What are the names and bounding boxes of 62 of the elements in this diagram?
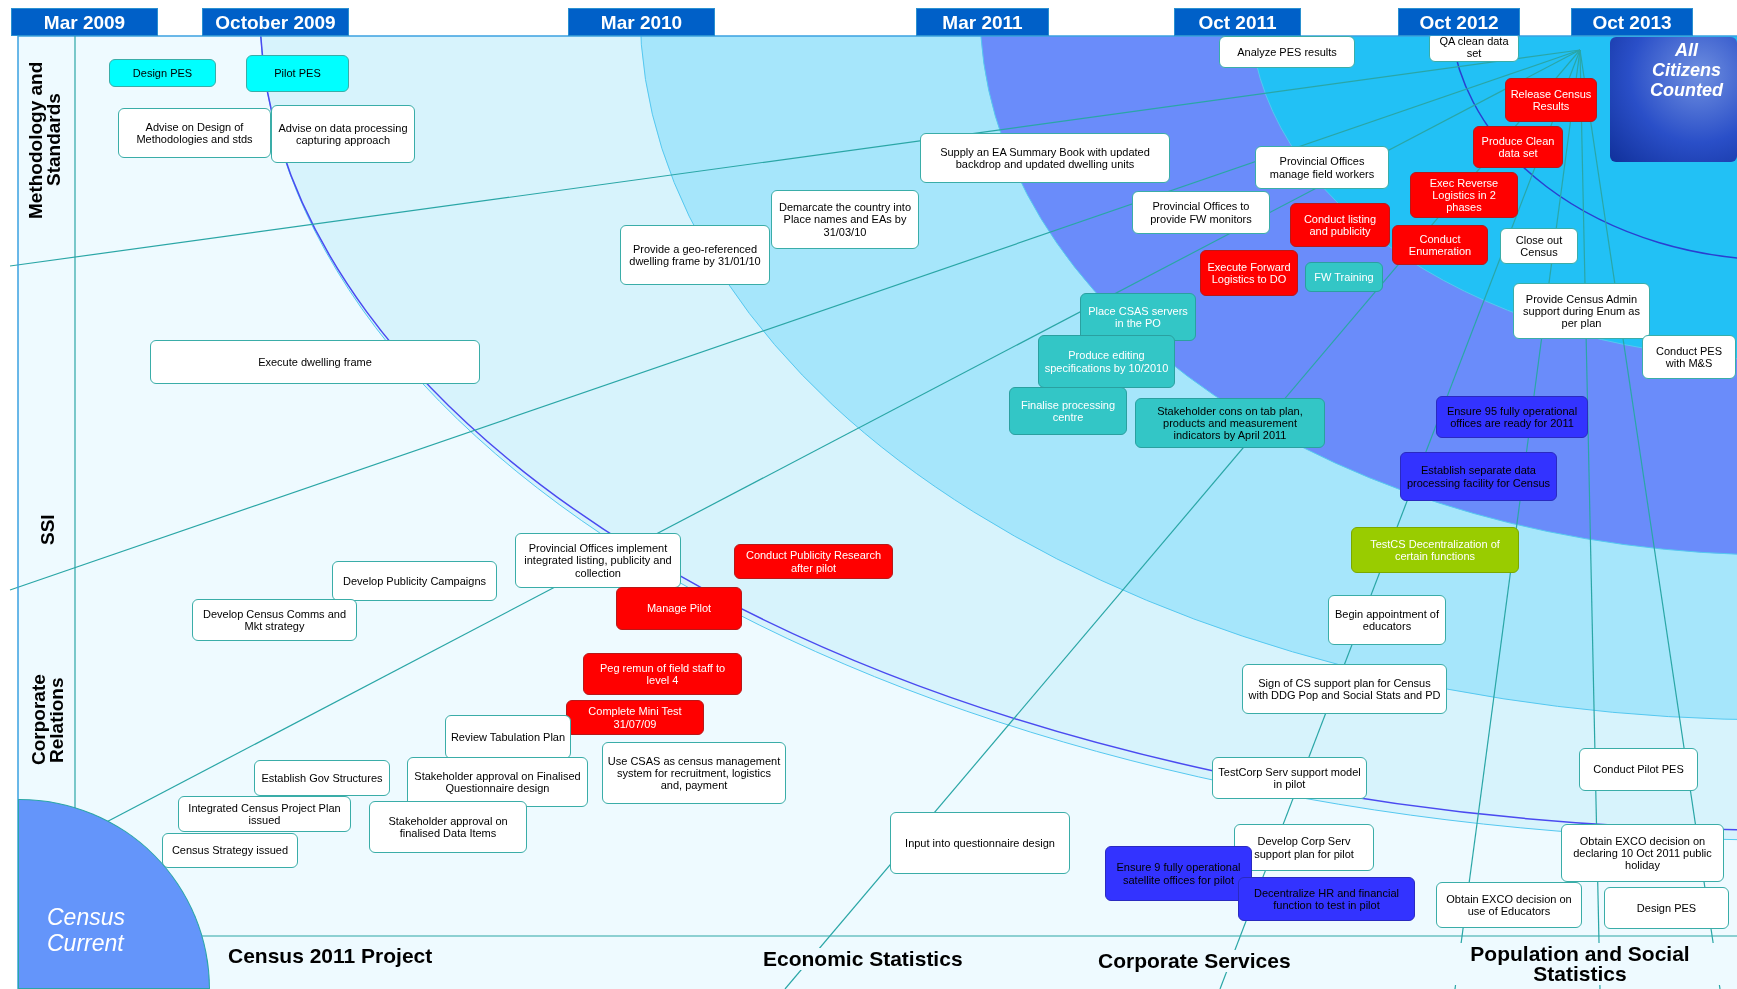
- task-box: Use CSAS as census management system for recruitment, logistics and, payment: [602, 742, 786, 804]
- task-box: Place CSAS servers in the PO: [1080, 293, 1196, 341]
- task-box: Design PES: [109, 59, 216, 87]
- task-box: Complete Mini Test 31/07/09: [566, 700, 704, 735]
- task-box: Exec Reverse Logistics in 2 phases: [1410, 172, 1518, 218]
- lane-label: Corporate Relations: [26, 673, 68, 768]
- task-box: Review Tabulation Plan: [445, 715, 571, 759]
- task-box: Begin appointment of educators: [1328, 595, 1446, 645]
- task-box: Provincial Offices implement integrated listing, publicity and collection: [515, 533, 681, 588]
- task-box: Establish separate data processing facility for Census: [1400, 452, 1557, 501]
- task-box: Demarcate the country into Place names and EAs by 31/03/10: [771, 190, 919, 249]
- task-box: Analyze PES results: [1219, 36, 1355, 68]
- task-box: Stakeholder cons on tab plan, products and measurement indicators by April 2011: [1135, 398, 1325, 448]
- task-box: Provide Census Admin support during Enum as per plan: [1513, 283, 1650, 339]
- task-box: Input into questionnaire design: [890, 812, 1070, 874]
- task-box: Sign of CS support plan for Census with DDG Pop and Social Stats and PD: [1242, 664, 1447, 714]
- date-header: Mar 2009: [11, 8, 158, 36]
- task-box: Produce Clean data set: [1473, 126, 1563, 168]
- task-box: Conduct Pilot PES: [1579, 748, 1698, 791]
- task-box: Conduct Publicity Research after pilot: [734, 544, 893, 579]
- task-box: Provincial Offices to provide FW monitors: [1132, 191, 1270, 234]
- task-box: Produce editing specifications by 10/2010: [1038, 335, 1175, 388]
- task-box: TestCS Decentralization of certain functions: [1351, 527, 1519, 573]
- task-box: Supply an EA Summary Book with updated backdrop and updated dwelling units: [920, 133, 1170, 183]
- date-header: Oct 2013: [1571, 8, 1693, 36]
- date-header: Oct 2011: [1174, 8, 1301, 36]
- lane-label: SSI: [35, 513, 59, 548]
- task-box: Establish Gov Structures: [254, 760, 390, 796]
- task-box: Conduct Enumeration: [1392, 225, 1488, 265]
- task-box: Execute Forward Logistics to DO: [1200, 250, 1298, 296]
- task-box: Design PES: [1604, 887, 1729, 929]
- task-box: Finalise processing centre: [1009, 387, 1127, 435]
- task-box: Census Strategy issued: [162, 833, 298, 868]
- task-box: Conduct listing and publicity: [1290, 203, 1390, 247]
- task-box: FW Training: [1305, 262, 1383, 292]
- task-box: Provide a geo-referenced dwelling frame by 31/01/10: [620, 225, 770, 285]
- task-box: Close out Census: [1500, 228, 1578, 264]
- task-box: TestCorp Serv support model in pilot: [1212, 757, 1367, 799]
- task-box: Obtain EXCO decision on declaring 10 Oct 2011 public holiday: [1561, 824, 1724, 882]
- date-header: Oct 2012: [1398, 8, 1520, 36]
- task-box: Develop Publicity Campaigns: [332, 561, 497, 601]
- task-box: Advise on data processing capturing approach: [271, 105, 415, 163]
- lane-label: Methodology and Standards: [23, 60, 65, 220]
- task-box: Advise on Design of Methodologies and stds: [118, 108, 271, 158]
- task-box: Execute dwelling frame: [150, 340, 480, 384]
- date-header: Mar 2011: [916, 8, 1049, 36]
- task-box: Stakeholder approval on Finalised Questionnaire design: [407, 757, 588, 807]
- task-box: Manage Pilot: [616, 587, 742, 630]
- task-box: Develop Census Comms and Mkt strategy: [192, 599, 357, 641]
- task-box: Decentralize HR and financial function to test in pilot: [1238, 877, 1415, 921]
- date-header: October 2009: [202, 8, 349, 36]
- task-box: Provincial Offices manage field workers: [1255, 146, 1389, 189]
- task-box: Integrated Census Project Plan issued: [178, 796, 351, 832]
- task-box: Conduct PES with M&S: [1642, 335, 1736, 379]
- date-header: Mar 2010: [568, 8, 715, 36]
- task-box: Release Census Results: [1505, 78, 1597, 122]
- task-box: Stakeholder approval on finalised Data Items: [369, 801, 527, 853]
- task-box: Peg remun of field staff to level 4: [583, 653, 742, 695]
- task-box: Obtain EXCO decision on use of Educators: [1436, 882, 1582, 928]
- task-box: Pilot PES: [246, 55, 349, 92]
- task-box: Ensure 9 fully operational satellite offices for pilot: [1105, 846, 1252, 901]
- task-box: Ensure 95 fully operational offices are ready for 2011: [1436, 396, 1588, 438]
